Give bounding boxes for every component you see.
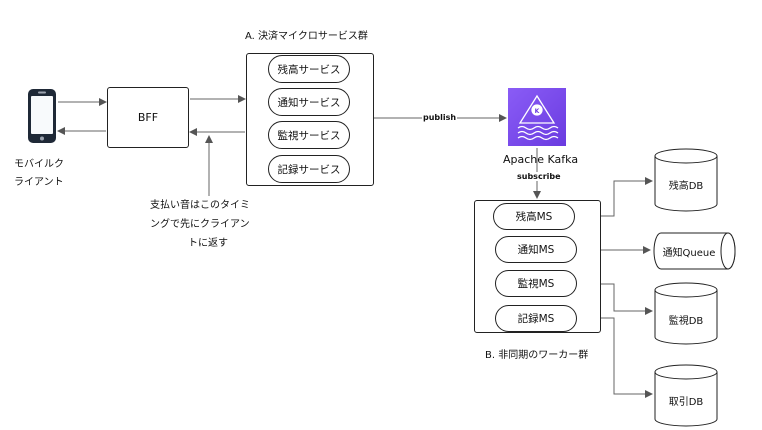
service-record-label: 記録サービス [277,163,341,176]
service-record[interactable]: 記録サービス [268,155,350,183]
service-balance-label: 残高サービス [277,63,341,76]
bff-label: BFF [137,111,159,124]
worker-monitor-label: 監視MS [517,278,555,290]
service-monitor[interactable]: 監視サービス [268,121,350,149]
worker-balance[interactable]: 残高MS [493,203,575,230]
service-notify-label: 通知サービス [277,96,341,109]
worker-balance-label: 残高MS [515,211,553,223]
note-line1: 支払い音はこのタイミ [150,200,250,211]
service-balance[interactable]: 残高サービス [268,55,350,83]
service-monitor-label: 監視サービス [277,129,341,142]
worker-monitor[interactable]: 監視MS [495,270,577,297]
subscribe-label: subscribe [516,172,562,181]
kafka-icon[interactable]: K [508,88,566,146]
note-line3: トに返す [188,238,228,249]
worker-record-label: 記録MS [517,313,555,325]
kafka-label: Apache Kafka [503,153,579,166]
mobile-phone-icon [27,88,57,144]
publish-label: publish [422,113,458,122]
svg-text:K: K [535,108,540,115]
worker-record[interactable]: 記録MS [495,305,577,332]
service-notify[interactable]: 通知サービス [268,88,350,116]
worker-notify[interactable]: 通知MS [495,236,577,263]
balance-db-cylinder [654,148,718,212]
client-label-line1: モバイルク [14,159,64,170]
transaction-db-label: 取引DB [668,397,704,408]
notify-queue-label: 通知Queue [662,248,716,259]
group-a-title: A. 決済マイクロサービス群 [245,31,368,42]
transaction-db-cylinder [654,364,718,427]
bff-box[interactable]: BFF [107,87,189,148]
client-label-line2: ライアント [14,177,64,188]
note-line2: ングで先にクライアン [150,219,250,230]
balance-db-label: 残高DB [668,181,704,192]
monitor-db-label: 監視DB [668,316,704,327]
notify-queue-cylinder [653,232,736,270]
worker-notify-label: 通知MS [517,244,555,256]
group-b-title: B. 非同期のワーカー群 [485,350,589,361]
monitor-db-cylinder [654,282,718,345]
